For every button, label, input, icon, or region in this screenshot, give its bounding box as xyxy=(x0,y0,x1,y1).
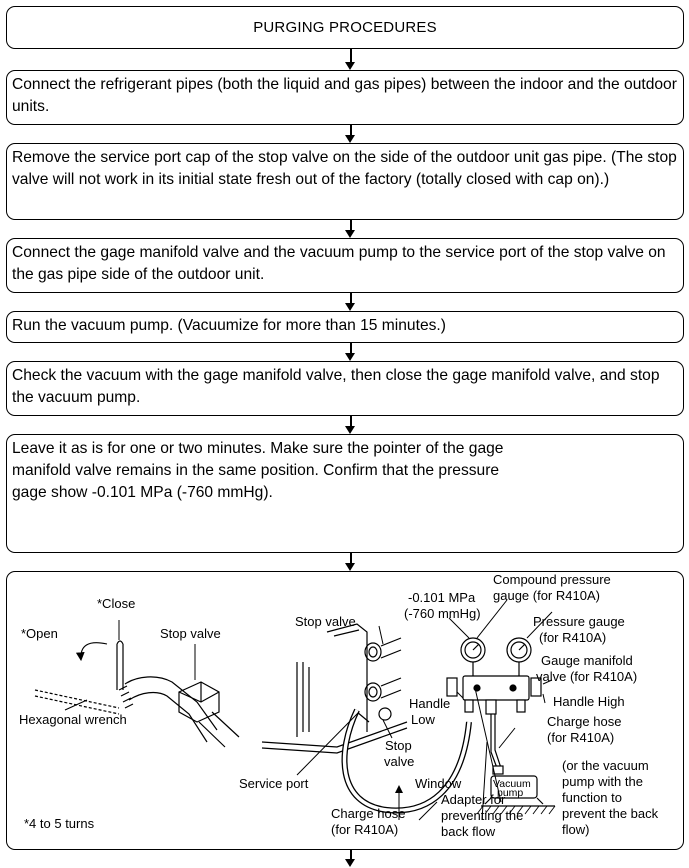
hex-wrench-icon xyxy=(34,640,124,715)
charge-hose-right-label-1: Charge hose xyxy=(547,714,621,729)
step-2-text: Remove the service port cap of the stop … xyxy=(12,149,677,188)
flow-arrow xyxy=(345,125,357,143)
page-title: PURGING PROCEDURES xyxy=(253,19,437,36)
step-5-text: Check the vacuum with the gage manifold … xyxy=(12,367,660,406)
charge-hose-bottom-label-2: (for R410A) xyxy=(331,822,398,837)
adapter-label-1: Adapter for xyxy=(441,792,506,807)
gauge-manifold xyxy=(446,637,542,715)
charge-hose-right-label-2: (for R410A) xyxy=(547,730,614,745)
flow-arrow xyxy=(345,49,357,70)
compound-gauge-label-2: gauge (for R410A) xyxy=(493,588,600,603)
outdoor-unit-panel xyxy=(261,623,408,754)
charge-hose-bottom-label-1: Charge hose xyxy=(331,806,405,821)
purging-diagram: *Close *Open Stop valve Hexagonal wrench… xyxy=(19,572,659,839)
step-3-text: Connect the gage manifold valve and the … xyxy=(12,244,666,283)
compound-gauge-label-1: Compound pressure xyxy=(493,572,611,587)
step-2-box: Remove the service port cap of the stop … xyxy=(6,143,684,220)
stop-valve-mid-label-2: valve xyxy=(384,754,414,769)
or-vacuum-label-5: flow) xyxy=(562,822,589,837)
pressure-line-2: (-760 mmHg) xyxy=(404,606,481,621)
adapter-label-2: preventing the xyxy=(441,808,523,823)
step-1-text: Connect the refrigerant pipes (both the … xyxy=(12,76,677,115)
pressure-gauge-label-1: Pressure gauge xyxy=(533,614,625,629)
flow-arrow xyxy=(345,416,357,434)
stop-valve-mid-label-1: Stop xyxy=(385,738,412,753)
flow-arrow xyxy=(345,293,357,311)
manifold-label-2: valve (for R410A) xyxy=(536,669,637,684)
hex-wrench-label: Hexagonal wrench xyxy=(19,712,127,727)
step-4-box: Run the vacuum pump. (Vacuumize for more… xyxy=(6,311,684,343)
step-3-box: Connect the gage manifold valve and the … xyxy=(6,238,684,293)
open-rotation-arrow xyxy=(75,642,108,662)
step-5-box: Check the vacuum with the gage manifold … xyxy=(6,361,684,416)
handle-low-label-2: Low xyxy=(411,712,435,727)
charge-hose-right xyxy=(490,714,498,769)
manifold-label-1: Gauge manifold xyxy=(541,653,633,668)
service-port-label: Service port xyxy=(239,776,309,791)
leader-lines xyxy=(296,599,553,821)
step-1-box: Connect the refrigerant pipes (both the … xyxy=(6,70,684,125)
step-4-text: Run the vacuum pump. (Vacuumize for more… xyxy=(12,317,446,334)
turns-note: *4 to 5 turns xyxy=(24,816,95,831)
flow-arrow xyxy=(345,850,357,868)
or-vacuum-label-1: (or the vacuum xyxy=(562,758,649,773)
flow-arrow xyxy=(345,220,357,238)
step-6-box: Leave it as is for one or two minutes. M… xyxy=(6,434,684,553)
flow-arrow xyxy=(345,553,357,571)
window-label: Window xyxy=(415,776,462,791)
or-vacuum-label-3: function to xyxy=(562,790,622,805)
vacuum-label-1: Vacuum xyxy=(493,778,531,790)
stop-valve-left-label: Stop valve xyxy=(160,626,221,641)
handle-low-label-1: Handle xyxy=(409,696,450,711)
hex-wrench-leader xyxy=(64,699,88,711)
pressure-line-1: -0.101 MPa xyxy=(408,590,476,605)
diagram-box: *Close *Open Stop valve Hexagonal wrench… xyxy=(6,571,684,850)
stop-valve-illustration xyxy=(118,676,240,748)
pressure-gauge-label-2: (for R410A) xyxy=(539,630,606,645)
vacuum-pump xyxy=(476,765,556,815)
unit-stop-valves xyxy=(356,637,402,723)
step-6-text: Leave it as is for one or two minutes. M… xyxy=(12,440,504,501)
or-vacuum-label-4: prevent the back xyxy=(562,806,659,821)
or-vacuum-label-2: pump with the xyxy=(562,774,643,789)
flow-arrow xyxy=(345,343,357,361)
open-label: *Open xyxy=(21,626,58,641)
vacuum-label-2: pump xyxy=(497,787,523,799)
handle-high-label: Handle High xyxy=(553,694,625,709)
adapter-label-3: back flow xyxy=(441,824,496,839)
close-label: *Close xyxy=(97,596,135,611)
title-box: PURGING PROCEDURES xyxy=(6,6,684,49)
stop-valve-top-label: Stop valve xyxy=(295,614,356,629)
